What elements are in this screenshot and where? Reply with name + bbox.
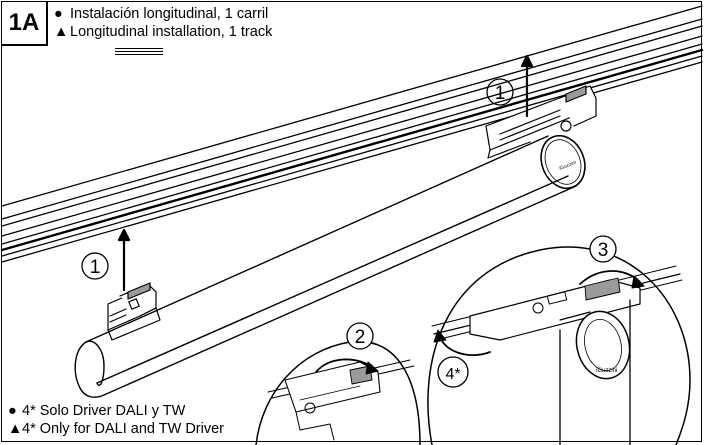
track-rail — [0, 5, 704, 263]
footnote-line-en: ▲4* Only for DALI and TW Driver — [8, 420, 224, 438]
callout-circle-2 — [346, 322, 374, 350]
step-badge: 1A — [2, 2, 48, 46]
callout-circle-1-left — [81, 252, 109, 280]
callout-circle-1-right — [486, 78, 514, 106]
callout-label-3: 3 — [598, 240, 609, 261]
header-line-es: ● Instalación longitudinal, 1 carril — [54, 5, 272, 23]
right-track-adapter — [485, 85, 597, 159]
footnote: ● 4* Solo Driver DALI y TW ▲4* Only for D… — [8, 402, 224, 438]
header-line-en: ▲Longitudinal installation, 1 track — [54, 23, 272, 41]
callout-label-1-left: 1 — [90, 257, 101, 278]
header-caption: ● Instalación longitudinal, 1 carril ▲Lon… — [54, 5, 272, 41]
svg-text:iGuzzini: iGuzzini — [596, 368, 617, 374]
circle-bullet-icon: ● — [8, 403, 17, 419]
callout-label-1-right: 1 — [495, 83, 506, 104]
triangle-bullet-icon: ▲ — [54, 24, 69, 40]
callout-label-2: 2 — [355, 327, 366, 348]
left-track-adapter — [107, 282, 161, 341]
up-arrow-left — [117, 228, 131, 292]
callout-label-4: 4* — [445, 366, 460, 383]
circle-bullet-icon: ● — [54, 6, 63, 22]
detail-view-2 — [255, 340, 421, 445]
single-track-symbol — [115, 48, 163, 55]
detail-view-3: iGuzzini — [427, 246, 691, 445]
header-text-en: Longitudinal installation, 1 track — [70, 24, 273, 40]
up-arrow-right — [520, 54, 534, 118]
footnote-text-en: 4* Only for DALI and TW Driver — [22, 421, 224, 437]
footnote-text-es: 4* Solo Driver DALI y TW — [22, 403, 186, 419]
callout-circle-4 — [437, 356, 469, 388]
luminaire-body: iGuzzini — [74, 134, 586, 398]
callout-circle-3 — [589, 235, 617, 263]
header-text-es: Instalación longitudinal, 1 carril — [70, 6, 269, 22]
triangle-bullet-icon: ▲ — [8, 421, 23, 437]
footnote-line-es: ● 4* Solo Driver DALI y TW — [8, 402, 224, 420]
